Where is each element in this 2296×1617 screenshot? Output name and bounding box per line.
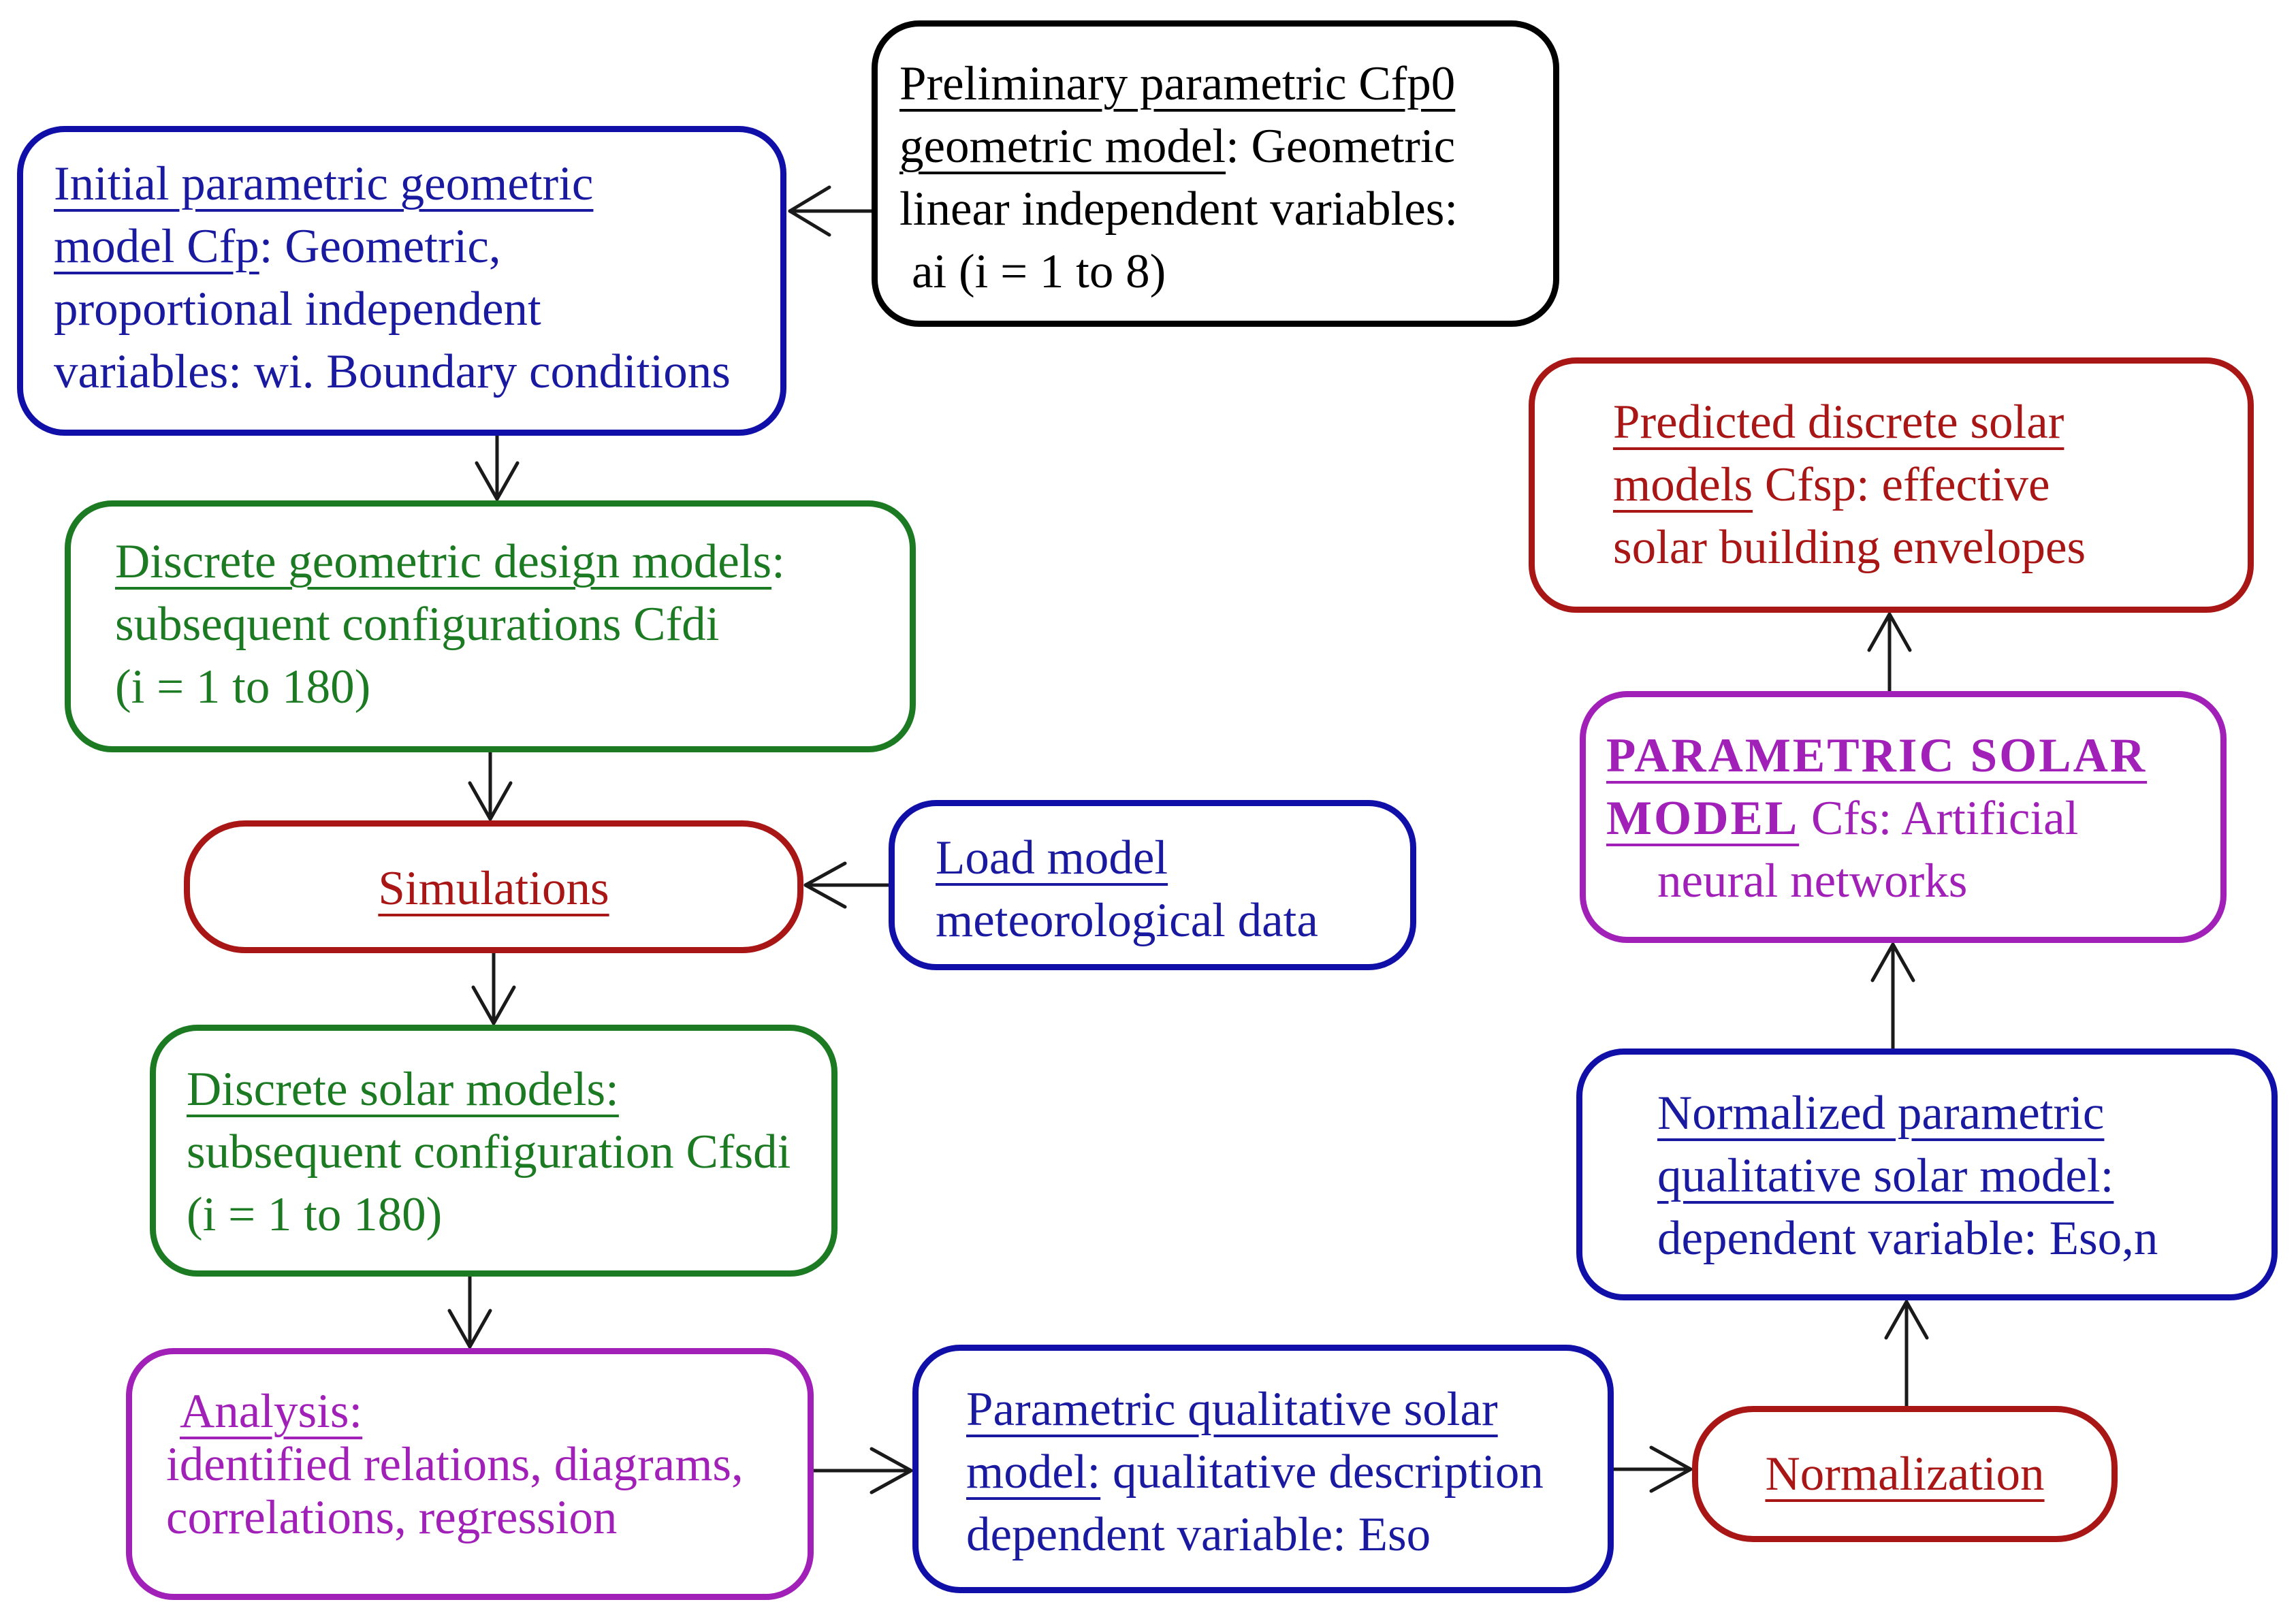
parametric-qualitative-heading: Parametric qualitative solar (966, 1383, 1498, 1436)
preliminary-model-box: Preliminary parametric Cfp0 geometric mo… (872, 20, 1559, 327)
arrow-simulations-to-discrete-solar (471, 951, 516, 1025)
analysis-box: Analysis: identified relations, diagrams… (126, 1348, 814, 1600)
arrow-initial-to-discrete-geometric (475, 434, 520, 501)
predicted-models-box: Predicted discrete solar models Cfsp: ef… (1529, 357, 2254, 613)
parametric-solar-line-2: MODEL Cfs: Artificial (1606, 787, 2220, 850)
discrete-geometric-heading: Discrete geometric design models (115, 535, 772, 588)
discrete-geometric-heading-line: Discrete geometric design models: (115, 530, 910, 593)
arrow-analysis-to-parametric-qualitative (812, 1447, 913, 1494)
normalized-line-3: dependent variable: Eso,n (1657, 1212, 2158, 1265)
predicted-heading: Predicted discrete solar (1613, 396, 2064, 449)
load-model-line-2: meteorological data (936, 894, 1318, 947)
normalized-line-2: qualitative solar model: (1657, 1149, 2114, 1202)
normalization-label: Normalization (1765, 1447, 2045, 1501)
preliminary-line-2: geometric model: Geometric (899, 115, 1553, 178)
predicted-models-label: models (1613, 458, 1753, 511)
arrow-parametric-solar-to-predicted (1867, 612, 1912, 693)
initial-heading: Initial parametric geometric (54, 157, 594, 210)
arrow-discrete-solar-to-analysis (447, 1275, 492, 1349)
parametric-solar-line-2-rest: Cfs: Artificial (1799, 792, 2079, 845)
parametric-solar-line-3: neural networks (1657, 854, 1968, 908)
normalized-model-box: Normalized parametric qualitative solar … (1576, 1048, 2278, 1300)
parametric-qualitative-line-2: model: qualitative description (966, 1441, 1608, 1503)
simulations-label: Simulations (378, 862, 609, 915)
arrow-normalized-to-parametric-solar (1870, 942, 1915, 1051)
arrow-parametric-qualitative-to-normalization (1612, 1445, 1693, 1493)
analysis-line-3: correlations, regression (166, 1491, 618, 1544)
preliminary-line-2-rest: : Geometric (1226, 120, 1456, 173)
arrow-load-model-to-simulations (803, 861, 891, 909)
predicted-line-3: solar building envelopes (1613, 521, 2086, 574)
discrete-geometric-heading-suffix: : (771, 535, 785, 588)
initial-line-4: variables: wi. Boundary conditions (54, 345, 731, 398)
discrete-geometric-line-2: subsequent configurations Cfdi (115, 598, 720, 651)
predicted-line-2: models Cfsp: effective (1613, 453, 2248, 516)
preliminary-line-4: ai (i = 1 to 8) (912, 245, 1166, 298)
analysis-heading: Analysis: (180, 1385, 363, 1438)
analysis-line-2: identified relations, diagrams, (166, 1438, 744, 1491)
discrete-solar-line-2: subsequent configuration Cfsdi (187, 1125, 791, 1179)
parametric-solar-heading: PARAMETRIC SOLAR (1606, 729, 2148, 782)
normalization-box: Normalization (1692, 1406, 2118, 1542)
arrow-normalization-to-normalized (1884, 1300, 1929, 1408)
discrete-solar-line-3: (i = 1 to 180) (187, 1188, 443, 1241)
preliminary-heading: Preliminary parametric Cfp0 (899, 57, 1456, 110)
preliminary-line-3: linear independent variables: (899, 182, 1458, 236)
discrete-geometric-line-3: (i = 1 to 180) (115, 660, 371, 714)
parametric-qualitative-box: Parametric qualitative solar model: qual… (912, 1345, 1614, 1593)
initial-line-2-rest: : Geometric, (259, 220, 501, 273)
predicted-line-2-rest: Cfsp: effective (1753, 458, 2050, 511)
load-model-heading: Load model (936, 831, 1168, 884)
discrete-geometric-box: Discrete geometric design models: subseq… (65, 500, 916, 752)
preliminary-geometric-model-label: geometric model (899, 120, 1226, 173)
parametric-qualitative-line-3: dependent variable: Eso (966, 1508, 1431, 1561)
discrete-solar-heading: Discrete solar models: (187, 1063, 619, 1116)
arrow-preliminary-to-initial (788, 185, 874, 237)
parametric-qualitative-model-label: model: (966, 1445, 1101, 1499)
load-model-box: Load model meteorological data (889, 800, 1416, 970)
initial-model-label: model Cfp (54, 220, 259, 273)
parametric-solar-box: PARAMETRIC SOLAR MODEL Cfs: Artificial n… (1580, 691, 2227, 943)
simulations-box: Simulations (184, 820, 803, 953)
parametric-qualitative-line-2-rest: qualitative description (1100, 1445, 1544, 1499)
initial-model-box: Initial parametric geometric model Cfp: … (17, 126, 786, 436)
arrow-discrete-geometric-to-simulations (468, 750, 513, 821)
initial-line-2: model Cfp: Geometric, (54, 215, 780, 278)
discrete-solar-box: Discrete solar models: subsequent config… (150, 1025, 838, 1277)
parametric-solar-model-label: MODEL (1606, 792, 1800, 845)
normalized-heading: Normalized parametric (1657, 1087, 2105, 1140)
initial-line-3: proportional independent (54, 283, 541, 336)
